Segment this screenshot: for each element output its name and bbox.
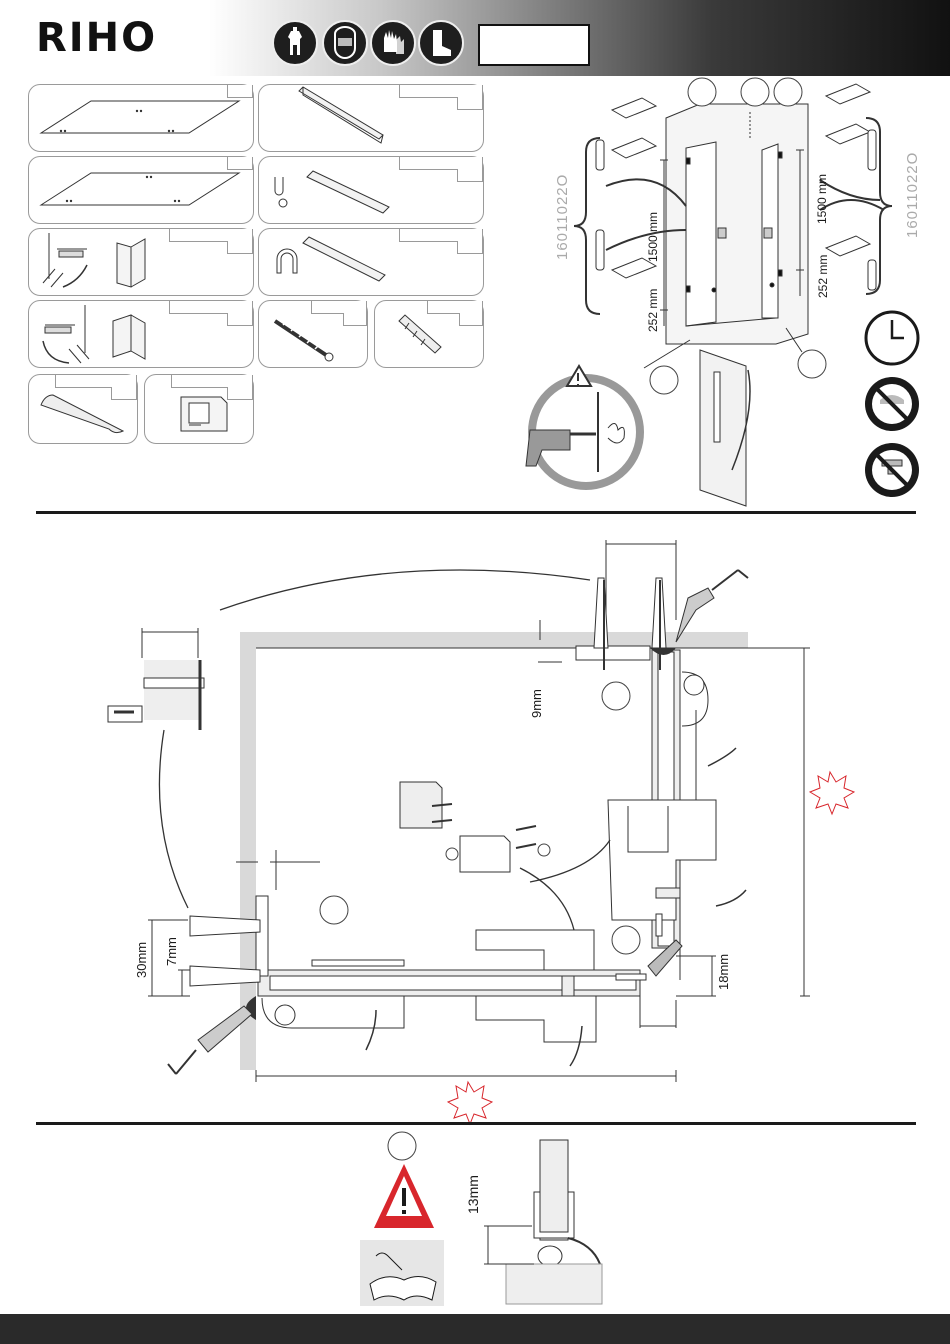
part-screw	[258, 300, 368, 368]
part-bottom-seal	[258, 156, 484, 224]
section-divider-1	[36, 511, 916, 514]
gloves-icon	[370, 20, 416, 66]
door-height-label: 1500 mm	[646, 212, 660, 262]
dim-wall-7: 7mm	[164, 937, 179, 966]
part-hinge-b	[28, 300, 254, 368]
side-offset-label: 252 mm	[816, 255, 830, 298]
dim-top-gap: 9mm	[529, 689, 544, 718]
protective-suit-icon	[272, 20, 318, 66]
part-hinge-a	[28, 228, 254, 296]
product-code-left: 16011022O	[554, 174, 571, 260]
dim-corner-18: 18mm	[716, 954, 731, 990]
part-glass-panel-b	[28, 156, 254, 224]
dim-wall-30: 30mm	[134, 942, 149, 978]
product-code-right: 16011022O	[904, 152, 921, 238]
door-offset-label: 252 mm	[646, 289, 660, 332]
footer-bar	[0, 1314, 950, 1344]
part-door-seal	[258, 228, 484, 296]
part-wall-profile	[258, 84, 484, 152]
side-height-label: 1500 mm	[815, 174, 829, 224]
face-shield-icon	[322, 20, 368, 66]
section-divider-2	[36, 1122, 916, 1125]
dim-seal-13: 13mm	[465, 1175, 481, 1214]
brand-logo: RIHO	[36, 16, 157, 60]
part-wall-plug	[374, 300, 484, 368]
safety-boots-icon	[418, 20, 464, 66]
part-clip-bracket	[144, 374, 254, 444]
product-code-box	[478, 24, 590, 66]
part-glass-panel-a	[28, 84, 254, 152]
part-end-cap	[28, 374, 138, 444]
